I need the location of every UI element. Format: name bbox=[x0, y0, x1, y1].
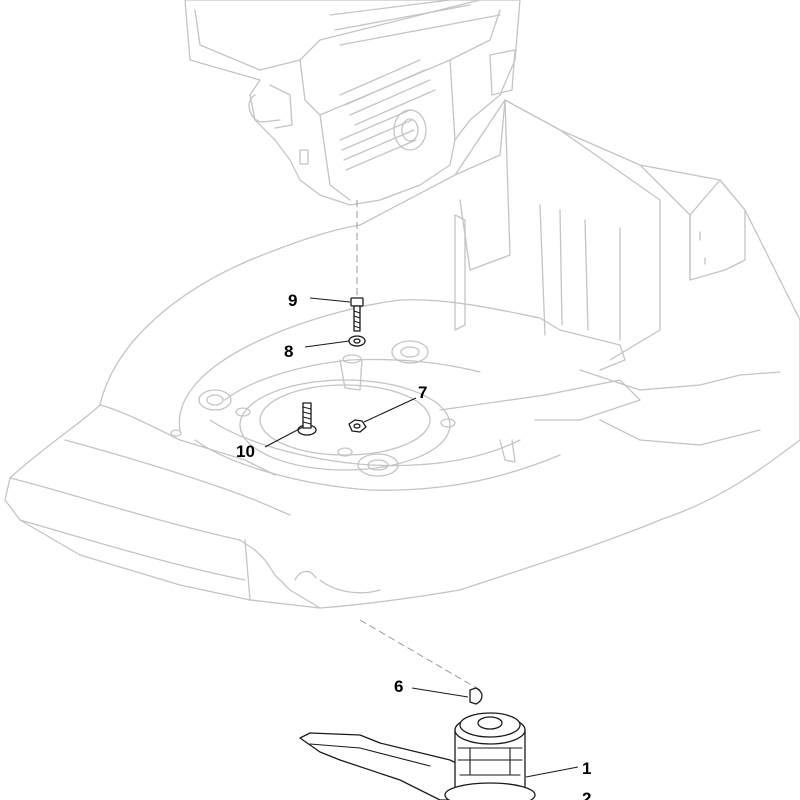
callout-7: 7 bbox=[418, 383, 427, 402]
callout-8: 8 bbox=[284, 342, 293, 361]
engine-ghost bbox=[184, 0, 521, 206]
callout-2: 2 bbox=[582, 789, 591, 800]
blade-adapter-1 bbox=[444, 712, 536, 800]
callout-labels: 9 8 7 10 6 1 2 bbox=[236, 291, 591, 800]
callout-10: 10 bbox=[236, 442, 255, 461]
callout-6: 6 bbox=[394, 677, 403, 696]
woodruff-key-6 bbox=[469, 687, 483, 705]
blade bbox=[299, 732, 471, 800]
leader-lines bbox=[264, 297, 579, 778]
mower-deck-ghost bbox=[4, 99, 800, 609]
washer-8 bbox=[348, 335, 366, 347]
callout-1: 1 bbox=[582, 759, 591, 778]
nut-7 bbox=[348, 419, 367, 433]
callout-9: 9 bbox=[288, 291, 297, 310]
bolt-9 bbox=[350, 297, 364, 332]
assembly-centerlines bbox=[356, 200, 481, 691]
